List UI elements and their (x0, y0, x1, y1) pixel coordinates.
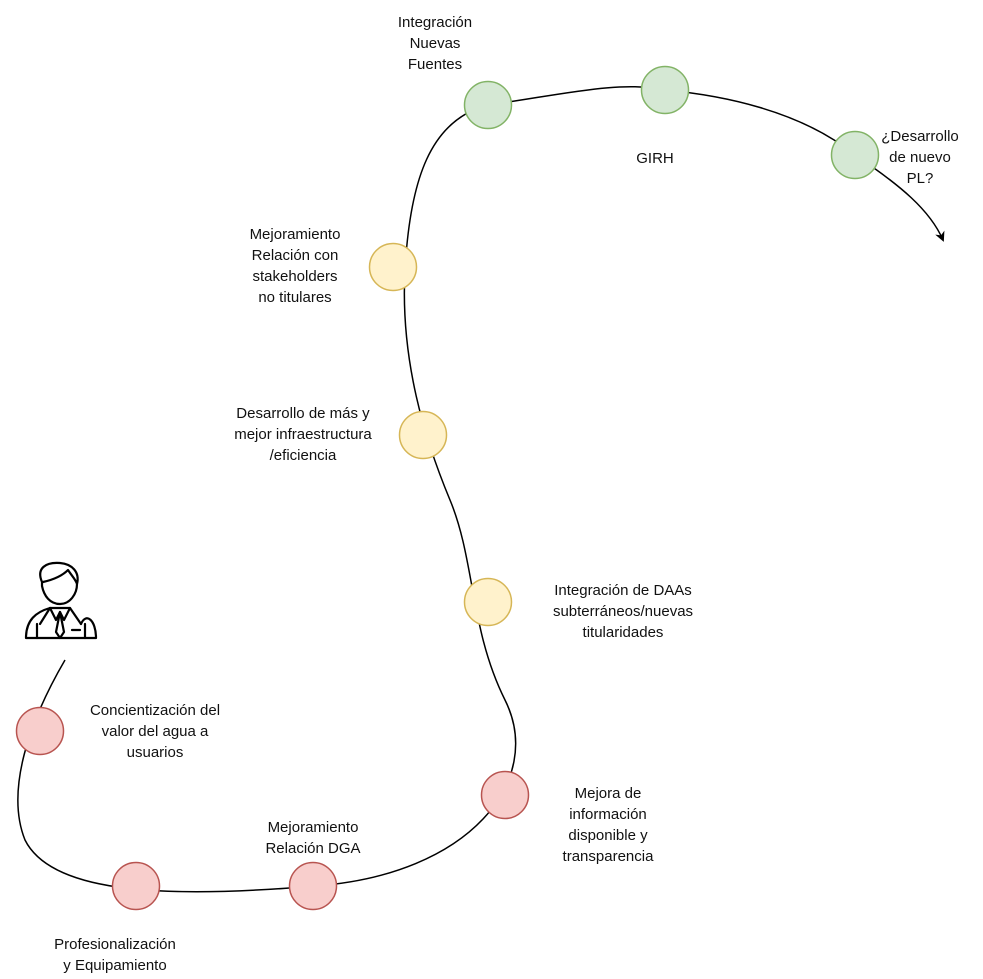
label-line: Integración (397, 14, 473, 31)
label-line: Profesionalización (54, 936, 176, 953)
label-line: Mejora de (574, 785, 642, 802)
milestone-circle-infraestructura (398, 410, 448, 460)
label-line: /eficiencia (269, 447, 337, 464)
roadmap-path (17, 85, 945, 893)
label-line: de nuevo (889, 149, 951, 166)
label-line: Mejoramiento (249, 226, 341, 243)
milestone-circle-nuevo-pl (830, 130, 880, 180)
label-line: Relación con (251, 247, 339, 264)
label-mejora-informacion: Mejora de información disponible y transpar… (545, 783, 671, 867)
label-line: titularidades (582, 624, 664, 641)
label-line: transparencia (562, 848, 654, 865)
milestone-circle-stakeholders (368, 242, 418, 292)
milestone-circle-girh (640, 65, 690, 115)
label-line: valor del agua a (101, 723, 209, 740)
label-girh: GIRH (615, 148, 695, 169)
milestone-circle-concientizacion (15, 706, 65, 756)
label-line: no titulares (258, 289, 332, 306)
label-line: stakeholders (252, 268, 338, 285)
label-integracion-daas: Integración de DAAs subterráneos/nuevas ti… (543, 580, 703, 643)
label-line: subterráneos/nuevas (552, 603, 694, 620)
label-profesionalizacion: Profesionalización y Equipamiento (30, 934, 200, 976)
label-line: mejor infraestructura (234, 426, 372, 443)
milestone-circle-profesionalizacion (111, 861, 161, 911)
label-line: información (569, 806, 647, 823)
label-line: PL? (906, 170, 934, 187)
milestone-circle-mejora-informacion (480, 770, 530, 820)
label-line: Fuentes (407, 56, 463, 73)
label-line: usuarios (126, 744, 184, 761)
businessman-icon (24, 561, 98, 640)
milestone-circle-nuevas-fuentes (463, 80, 513, 130)
label-line: Nuevas (409, 35, 461, 52)
milestone-circle-relacion-dga (288, 861, 338, 911)
label-line: GIRH (636, 150, 674, 167)
label-line: ¿Desarrollo (881, 128, 959, 145)
label-line: Integración de DAAs (554, 582, 692, 599)
milestone-markers (15, 65, 880, 911)
label-line: Concientización del (89, 702, 221, 719)
label-line: Desarrollo de más y (236, 405, 370, 422)
label-infraestructura: Desarrollo de más y mejor infraestructura… (208, 403, 398, 466)
label-line: disponible y (568, 827, 648, 844)
label-line: Mejoramiento (267, 819, 359, 836)
label-line: y Equipamiento (63, 957, 167, 974)
milestone-circle-integracion-daas (463, 577, 513, 627)
label-line: Relación DGA (265, 840, 361, 857)
label-concientizacion: Concientización del valor del agua a usuar… (67, 700, 243, 763)
